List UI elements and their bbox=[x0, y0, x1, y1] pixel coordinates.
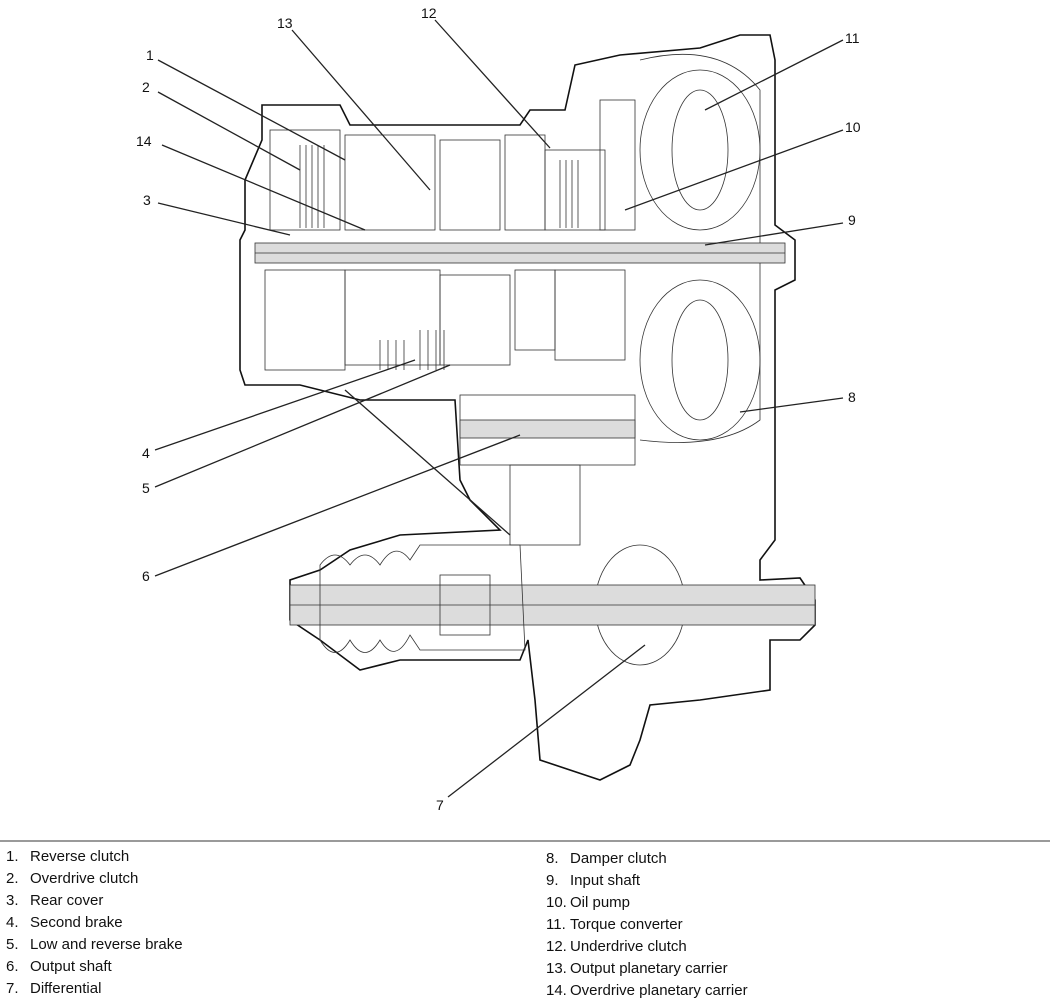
callout-14: 14 bbox=[136, 133, 152, 149]
legend-item: 9.Input shaft bbox=[546, 872, 641, 889]
legend-item: 10.Oil pump bbox=[546, 894, 631, 911]
legend-item: 5.Low and reverse brake bbox=[6, 936, 183, 953]
callout-1: 1 bbox=[146, 47, 154, 63]
legend-item: 6.Output shaft bbox=[6, 958, 112, 975]
legend-item: 7.Differential bbox=[6, 980, 102, 997]
cv-joint-boot bbox=[319, 544, 526, 653]
legend-item: 1.Reverse clutch bbox=[6, 848, 130, 865]
legend-item: 8.Damper clutch bbox=[546, 850, 667, 867]
callout-11: 11 bbox=[845, 30, 860, 46]
callout-3: 3 bbox=[143, 192, 151, 208]
oil-pump bbox=[599, 99, 636, 231]
legend-divider bbox=[0, 840, 1050, 842]
underdrive-clutch-pack bbox=[544, 149, 606, 231]
callout-10: 10 bbox=[845, 119, 861, 135]
leader-lines bbox=[154, 19, 844, 798]
callout-7: 7 bbox=[436, 797, 444, 813]
legend-item: 14.Overdrive planetary carrier bbox=[546, 982, 748, 999]
legend-left-column: 1.Reverse clutch 2.Overdrive clutch 3.Re… bbox=[6, 846, 183, 1000]
legend-item: 12.Underdrive clutch bbox=[546, 938, 687, 955]
legend-right-column: 8.Damper clutch 9.Input shaft 10.Oil pum… bbox=[546, 848, 748, 1002]
callout-5: 5 bbox=[142, 480, 150, 496]
legend-item: 2.Overdrive clutch bbox=[6, 870, 139, 887]
legend-item: 11.Torque converter bbox=[546, 916, 683, 933]
callout-6: 6 bbox=[142, 568, 150, 584]
callout-13: 13 bbox=[277, 15, 293, 31]
callout-4: 4 bbox=[142, 445, 150, 461]
transmission-housing bbox=[239, 34, 816, 781]
overdrive-clutch-pack bbox=[269, 129, 341, 231]
transmission-cross-section: 1 2 14 3 4 5 6 7 8 9 10 11 12 13 bbox=[136, 5, 861, 813]
legend-item: 3.Rear cover bbox=[6, 892, 104, 909]
callout-2: 2 bbox=[142, 79, 150, 95]
callout-8: 8 bbox=[848, 389, 856, 405]
legend-item: 4.Second brake bbox=[6, 914, 123, 931]
callout-12: 12 bbox=[421, 5, 437, 21]
legend-item: 13.Output planetary carrier bbox=[546, 960, 728, 977]
callout-9: 9 bbox=[848, 212, 856, 228]
